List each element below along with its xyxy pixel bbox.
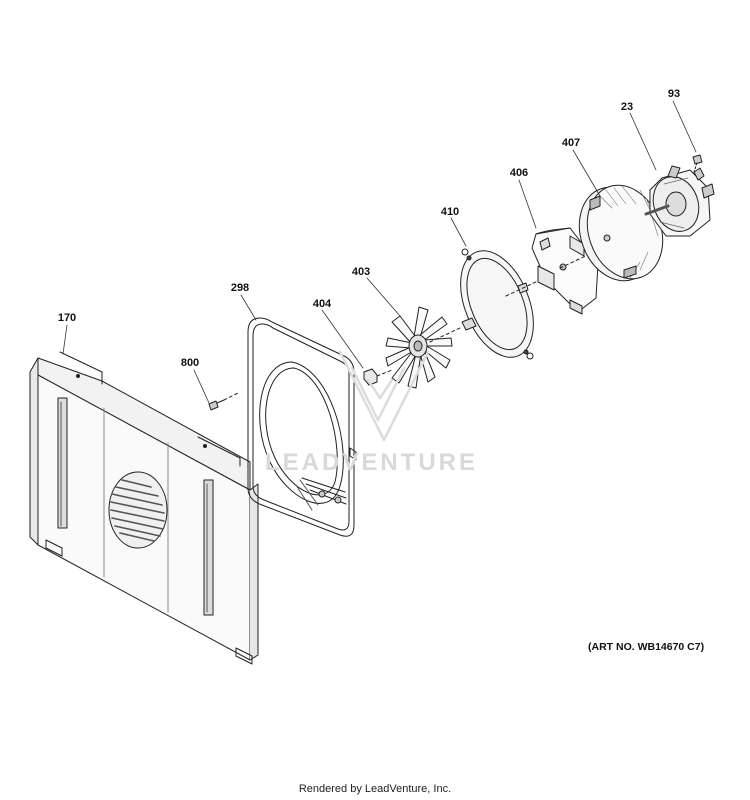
footer-credit: Rendered by LeadVenture, Inc. xyxy=(298,783,452,795)
mounting-ring-part xyxy=(460,248,534,360)
callout-406[interactable]: 406 xyxy=(509,167,529,179)
watermark-text: LEADVENTURE xyxy=(265,449,479,476)
callout-410[interactable]: 410 xyxy=(440,206,460,218)
front-panel-part xyxy=(29,351,259,665)
callout-800[interactable]: 800 xyxy=(180,357,200,369)
screw-93-part xyxy=(692,154,703,173)
screw-800-part xyxy=(208,391,241,411)
insulation-part xyxy=(578,184,664,282)
fan-blade-part xyxy=(385,306,453,389)
callout-403[interactable]: 403 xyxy=(351,266,371,278)
motor-part xyxy=(644,165,715,237)
bracket-plate-part xyxy=(531,227,599,315)
art-number: (ART NO. WB14670 C7) xyxy=(588,641,705,653)
callout-170[interactable]: 170 xyxy=(57,312,77,324)
callout-404[interactable]: 404 xyxy=(312,298,332,310)
nut-404-part xyxy=(363,368,393,386)
callout-93[interactable]: 93 xyxy=(667,88,681,100)
callout-298[interactable]: 298 xyxy=(230,282,250,294)
callout-407[interactable]: 407 xyxy=(561,137,581,149)
watermark-emblem xyxy=(338,350,430,442)
heating-element-part xyxy=(247,317,357,537)
callout-23[interactable]: 23 xyxy=(620,101,634,113)
leader-lines xyxy=(62,100,697,404)
